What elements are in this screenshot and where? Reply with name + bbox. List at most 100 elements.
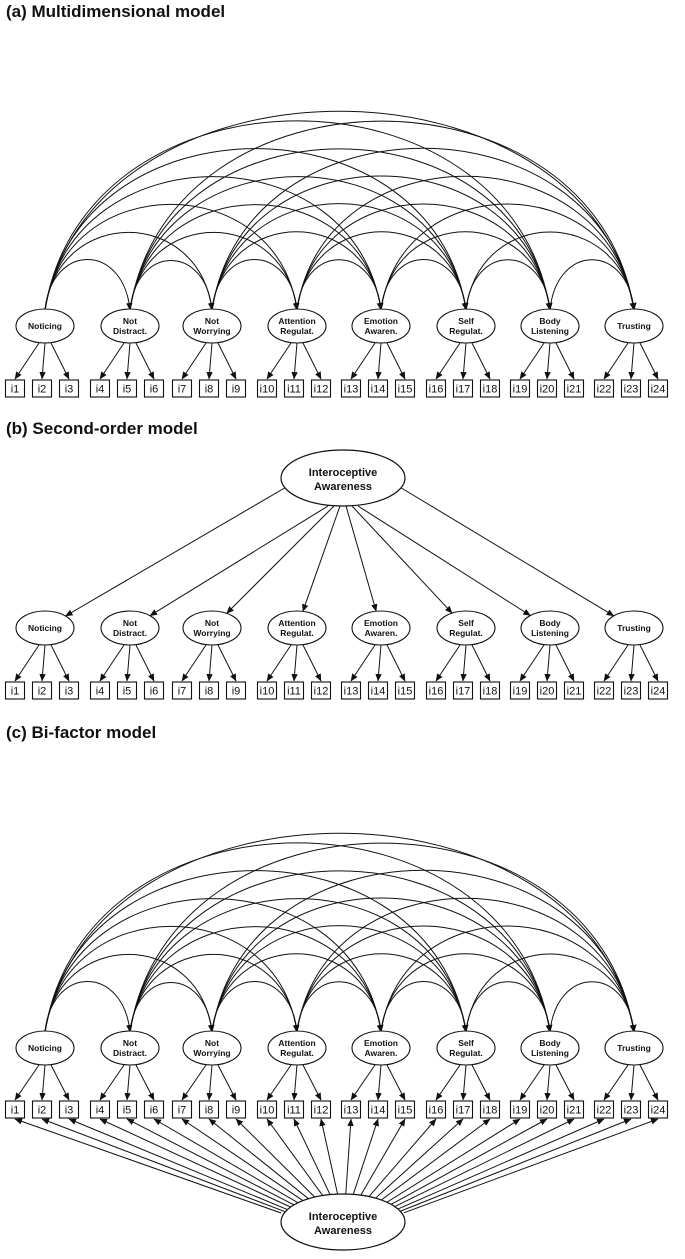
- item-label-i19: i19: [513, 686, 528, 698]
- item-box-i18: [479, 379, 501, 398]
- item-box-i6: [143, 379, 165, 398]
- item-loading-i13: [350, 342, 376, 380]
- factor-label: Distract.: [113, 1048, 147, 1058]
- item-loading-i6: [135, 342, 155, 380]
- factor-label: Regulat.: [449, 1048, 483, 1058]
- item-loading-i2: [39, 1064, 46, 1101]
- item-box-i7: [171, 681, 193, 700]
- factor-label: Noticing: [28, 623, 62, 633]
- general-factor-label-line1: Interoceptive: [309, 1211, 377, 1223]
- covariance-arc-1-8: [40, 832, 636, 1040]
- general-factor-label-line2: Awareness: [314, 1225, 372, 1237]
- item-box-i14: [367, 379, 389, 398]
- item-label-i19: i19: [513, 384, 528, 396]
- general-loading-i15: [355, 1118, 406, 1205]
- item-loading-i21: [555, 1064, 575, 1101]
- item-box-i14: [367, 1100, 389, 1119]
- item-box-i19: [509, 681, 531, 700]
- item-label-i4: i4: [96, 1105, 105, 1117]
- item-box-i2: [31, 681, 53, 700]
- item-box-i17: [452, 681, 474, 700]
- item-loading-i12: [302, 1064, 322, 1101]
- general-loading-i19: [377, 1118, 521, 1209]
- item-loading-i1: [14, 644, 40, 682]
- item-label-i22: i22: [597, 1105, 612, 1117]
- item-loading-i24: [639, 342, 659, 380]
- item-box-i1: [4, 681, 26, 700]
- item-loading-i10: [266, 1064, 292, 1101]
- item-label-i3: i3: [65, 384, 74, 396]
- factor-label: Listening: [531, 628, 569, 638]
- factor-label: Trusting: [617, 623, 651, 633]
- item-loading-i9: [217, 644, 237, 682]
- second-order-loading-4: [302, 505, 341, 612]
- item-loading-i1: [14, 342, 40, 380]
- factor-label: Awaren.: [365, 326, 398, 336]
- general-loading-i6: [153, 1118, 308, 1209]
- general-loading-i2: [41, 1118, 287, 1213]
- factor-label: Not: [205, 1038, 219, 1048]
- item-label-i21: i21: [567, 384, 582, 396]
- covariance-arc-5-8: [376, 925, 637, 1040]
- item-box-i22: [593, 1100, 615, 1119]
- item-loading-i14: [375, 644, 382, 682]
- covariance-arc-2-8: [125, 842, 637, 1040]
- covariance-arc-7-8: [546, 981, 637, 1040]
- item-label-i17: i17: [456, 686, 471, 698]
- item-box-i15: [394, 1100, 416, 1119]
- general-loading-i9: [235, 1118, 324, 1206]
- general-loading-i1: [14, 1118, 282, 1214]
- factor-label: Not: [205, 618, 219, 628]
- factor-label: Regulat.: [449, 628, 483, 638]
- covariance-arc-5-7: [376, 231, 553, 318]
- covariance-arc-2-8: [125, 120, 637, 318]
- item-label-i6: i6: [150, 1105, 159, 1117]
- item-label-i8: i8: [205, 1105, 214, 1117]
- item-label-i22: i22: [597, 384, 612, 396]
- item-box-i5: [116, 681, 138, 700]
- second-order-loading-5: [345, 505, 378, 612]
- item-box-i20: [536, 1100, 558, 1119]
- general-loading-i17: [366, 1118, 464, 1207]
- item-label-i17: i17: [456, 384, 471, 396]
- item-label-i23: i23: [624, 686, 639, 698]
- item-label-i19: i19: [513, 1105, 528, 1117]
- item-label-i21: i21: [567, 686, 582, 698]
- item-label-i14: i14: [371, 1105, 386, 1117]
- general-loading-i23: [398, 1118, 632, 1213]
- second-order-loading-1: [65, 485, 289, 617]
- item-loading-i12: [302, 342, 322, 380]
- item-box-i6: [143, 1100, 165, 1119]
- item-box-i20: [536, 379, 558, 398]
- general-loading-i21: [387, 1118, 575, 1211]
- item-box-i6: [143, 681, 165, 700]
- item-box-i16: [425, 681, 447, 700]
- item-loading-i4: [99, 1064, 125, 1101]
- item-box-i18: [479, 1100, 501, 1119]
- item-loading-i10: [266, 342, 292, 380]
- general-loading-i7: [181, 1118, 314, 1208]
- item-loading-i14: [375, 342, 382, 380]
- covariance-arc-3-5: [207, 231, 384, 318]
- covariance-arc-7-8: [546, 259, 637, 318]
- item-box-i16: [425, 1100, 447, 1119]
- item-box-i23: [620, 379, 642, 398]
- factor-label: Attention: [278, 1038, 315, 1048]
- factor-label: Distract.: [113, 628, 147, 638]
- general-loading-i20: [382, 1118, 548, 1210]
- item-box-i4: [89, 379, 111, 398]
- factor-label: Regulat.: [280, 326, 314, 336]
- item-loading-i20: [544, 1064, 551, 1101]
- factor-label: Emotion: [364, 618, 398, 628]
- covariance-arc-1-5: [40, 176, 384, 318]
- second-order-loading-3: [226, 505, 335, 614]
- item-box-i3: [58, 681, 80, 700]
